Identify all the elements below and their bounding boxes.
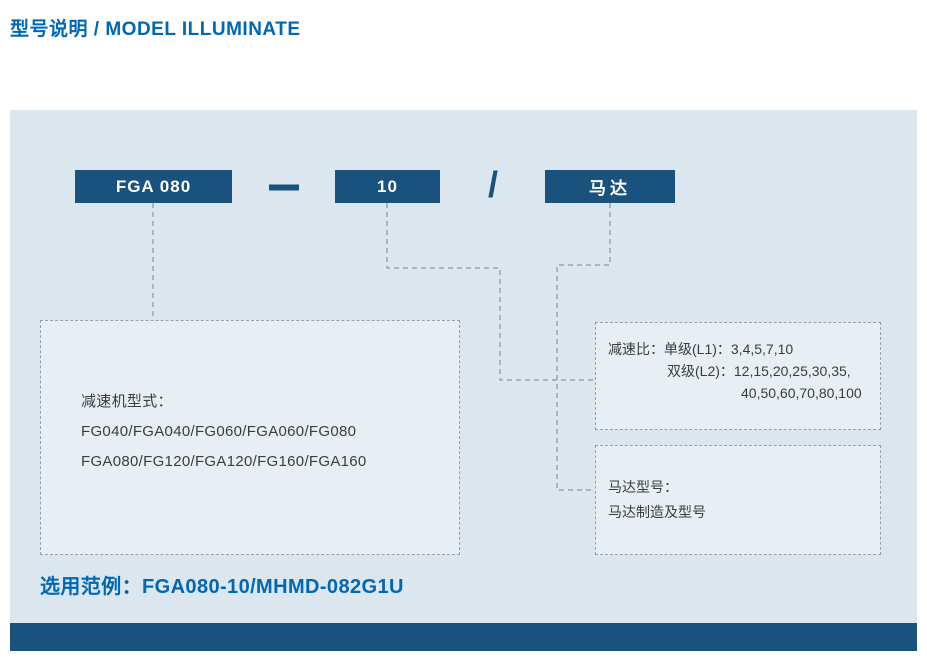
- model-segment-motor-label: 马达: [589, 179, 631, 198]
- model-segment-series-box: FGA 080: [75, 170, 232, 203]
- ratio-line-double-stage: 双级(L2)：12,15,20,25,30,35,: [667, 363, 851, 379]
- model-segment-series-label: FGA 080: [115, 176, 192, 196]
- gearbox-type-models-line2: FGA080/FG120/FGA120/FG160/FGA160: [81, 453, 367, 470]
- selection-example-text: 选用范例：FGA080-10/MHMD-082G1U: [40, 576, 404, 598]
- ratio-line-single-stage: 减速比：单级(L1)：3,4,5,7,10: [608, 341, 794, 357]
- motor-model-heading: 马达型号：: [608, 479, 678, 495]
- reduction-ratio-callout: 减速比：单级(L1)：3,4,5,7,10 双级(L2)：12,15,20,25…: [595, 322, 881, 430]
- bottom-accent-bar: [10, 623, 917, 651]
- ratio-line-double-stage-cont: 40,50,60,70,80,100: [741, 385, 862, 401]
- motor-model-callout: 马达型号： 马达制造及型号: [595, 445, 881, 555]
- gearbox-type-callout: 减速机型式： FG040/FGA040/FG060/FGA060/FG080 F…: [40, 320, 460, 555]
- gearbox-type-models-line1: FG040/FGA040/FG060/FGA060/FG080: [81, 423, 357, 440]
- separator-slash: /: [487, 164, 498, 205]
- page-title: 型号说明 / MODEL ILLUMINATE: [10, 19, 301, 40]
- model-segment-motor-box: 马达: [545, 170, 675, 203]
- model-segment-ratio-label: 10: [377, 176, 398, 196]
- gearbox-type-heading: 减速机型式：: [81, 393, 173, 410]
- separator-dash: —: [269, 169, 299, 202]
- model-segment-ratio-box: 10: [335, 170, 440, 203]
- motor-model-description: 马达制造及型号: [608, 504, 706, 520]
